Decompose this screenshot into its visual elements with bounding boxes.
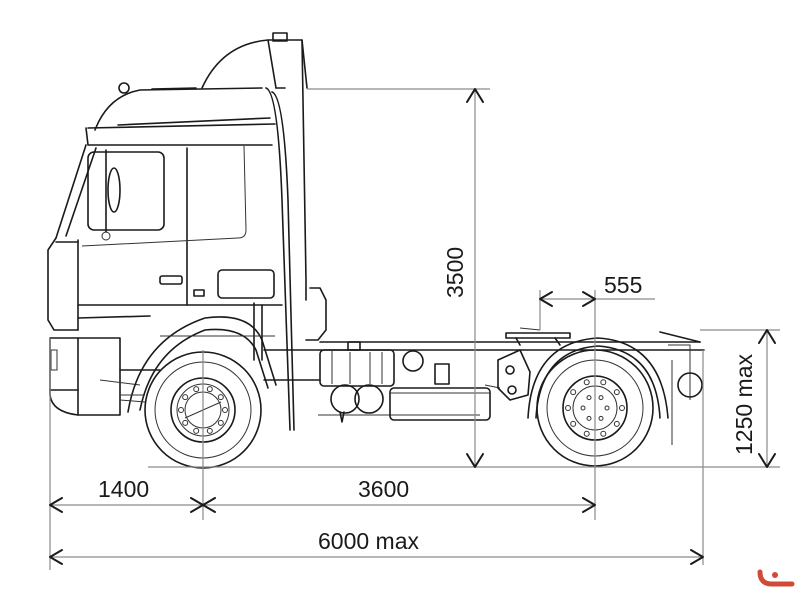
wheelbase-label: 3600 bbox=[358, 476, 409, 502]
lug-nut bbox=[222, 407, 228, 413]
front-wheel-arch bbox=[127, 316, 277, 413]
lug-nut bbox=[586, 395, 592, 401]
dim-wheelbase: 3600 bbox=[202, 476, 596, 513]
lug-nut bbox=[613, 420, 620, 427]
lug-nut bbox=[619, 405, 625, 411]
front-wheel-lug-nuts bbox=[178, 386, 228, 434]
rear-wheel-lug-nuts bbox=[565, 379, 625, 437]
front-bumper bbox=[49, 337, 161, 416]
lug-nut bbox=[565, 405, 571, 411]
tank-assembly bbox=[319, 341, 501, 423]
watermark-logo-icon bbox=[757, 569, 795, 587]
dimension-lines: 3500 555 1250 max 1400 3600 bbox=[49, 88, 780, 570]
lug-nut bbox=[206, 386, 213, 393]
lug-nut bbox=[604, 405, 610, 411]
lug-nut bbox=[182, 419, 189, 426]
dim-fifth-wheel-offset: 555 bbox=[539, 272, 655, 307]
roof-spoiler bbox=[201, 32, 308, 89]
dim-overall-length: 6000 max bbox=[49, 528, 704, 565]
dim-front-overhang: 1400 bbox=[49, 476, 204, 513]
lug-nut bbox=[600, 379, 607, 386]
lug-nut bbox=[178, 407, 184, 413]
rear-fender bbox=[527, 337, 703, 445]
lug-nut bbox=[182, 394, 189, 401]
overall-height-label: 3500 bbox=[442, 247, 468, 298]
lug-nut bbox=[217, 394, 224, 401]
lug-nut bbox=[193, 427, 200, 434]
truck-tractor bbox=[47, 32, 705, 469]
cab bbox=[47, 39, 327, 431]
overall-length-label: 6000 max bbox=[318, 528, 420, 554]
fifth-wheel-height-label: 1250 max bbox=[731, 353, 757, 455]
dim-overall-height: 3500 bbox=[442, 88, 484, 468]
fifth-wheel bbox=[497, 327, 571, 401]
lug-nut bbox=[600, 430, 607, 437]
lug-nut bbox=[193, 386, 200, 393]
fifth-wheel-offset-label: 555 bbox=[604, 272, 642, 298]
lug-nut bbox=[206, 427, 213, 434]
lug-nut bbox=[217, 419, 224, 426]
lug-nut bbox=[570, 389, 577, 396]
lug-nut bbox=[586, 415, 592, 421]
lug-nut bbox=[613, 389, 620, 396]
lug-nut bbox=[580, 405, 586, 411]
front-overhang-label: 1400 bbox=[98, 476, 149, 502]
lug-nut bbox=[583, 379, 590, 386]
dim-fifth-wheel-height: 1250 max bbox=[731, 329, 776, 468]
lug-nut bbox=[598, 395, 604, 401]
lug-nut bbox=[570, 420, 577, 427]
lug-nut bbox=[583, 430, 590, 437]
lug-nut bbox=[598, 415, 604, 421]
